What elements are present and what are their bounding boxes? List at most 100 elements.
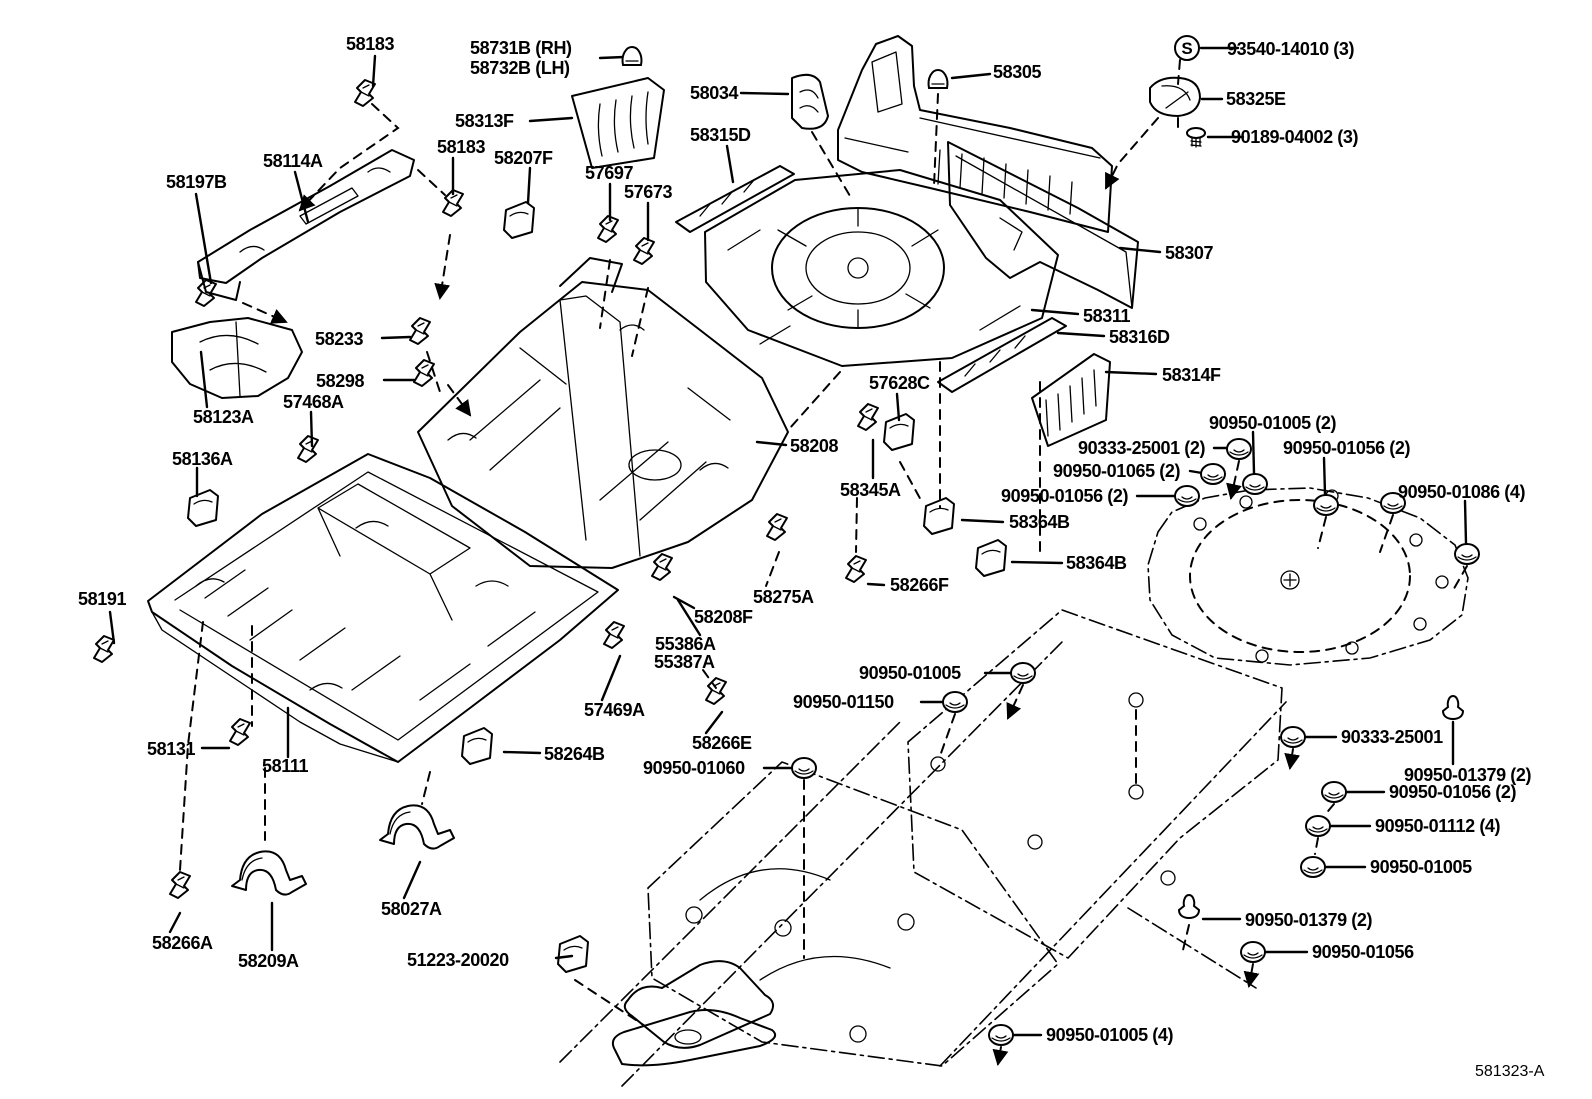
part-label: 55386A	[655, 634, 716, 654]
part-label: 90950-01060	[643, 758, 745, 778]
part-58325e	[1150, 78, 1200, 116]
part-label: 57469A	[584, 700, 645, 720]
rear-floor-cover-outline	[1148, 488, 1468, 665]
part-label: 58325E	[1226, 89, 1286, 109]
part-label: 58305	[993, 62, 1042, 82]
part-label: 90950-01056 (2)	[1283, 438, 1411, 458]
part-label: 58197B	[166, 172, 227, 192]
part-label: 58136A	[172, 449, 233, 469]
part-label: 58314F	[1162, 365, 1221, 385]
bracket-58209a	[231, 850, 307, 896]
drawing-number: 581323-A	[1475, 1063, 1545, 1080]
cap-fastener-icon	[927, 69, 949, 89]
part-label: 90950-01150	[793, 692, 894, 712]
clip-58345a	[857, 403, 879, 431]
bracket-58027a	[379, 804, 455, 850]
dome-fastener-icon	[1313, 494, 1339, 516]
lower-back-panel-outline	[948, 142, 1138, 308]
dome-fastener-icon	[988, 1024, 1014, 1046]
part-label: 58313F	[455, 111, 514, 131]
dome-fastener-icon	[1300, 856, 1326, 878]
part-label: 57673	[624, 182, 673, 202]
clip-58275a	[766, 513, 788, 541]
part-label: 90950-01379 (2)	[1245, 910, 1373, 930]
part-label: 58364B	[1066, 553, 1127, 573]
part-label: 58298	[316, 371, 365, 391]
dome-fastener-icon	[1305, 815, 1331, 837]
part-label: 58315D	[690, 125, 751, 145]
part-label: 57628C	[869, 373, 930, 393]
part-label: 93540-14010 (3)	[1227, 39, 1355, 59]
part-label: 58131	[147, 739, 196, 759]
dome-fastener-icon	[1242, 473, 1268, 495]
floor-brace-parts	[613, 961, 775, 1065]
cowl-side-bracket-cluster	[172, 318, 302, 398]
rear-floor-side-rails	[676, 166, 1066, 392]
part-label: 58183	[346, 34, 395, 54]
part-label: 90950-01005	[859, 663, 961, 683]
dome-fastener-icon	[1226, 438, 1252, 460]
part-label: 51223-20020	[407, 950, 509, 970]
pin-fastener-icon	[1442, 695, 1464, 720]
dashed-lines	[180, 60, 1467, 1066]
bracket-58364b-2	[975, 539, 1007, 577]
pin-fastener-icon	[1178, 894, 1200, 919]
part-label: 58183	[437, 137, 486, 157]
clip-58136a	[187, 489, 219, 527]
part-label: 58731B (RH)	[470, 38, 572, 58]
bracket-58191	[93, 635, 115, 663]
bracket-58364b-1	[923, 497, 955, 535]
clip-58131	[229, 718, 251, 746]
part-label: 58233	[315, 329, 364, 349]
part-label: 57468A	[283, 392, 344, 412]
rear-floor-pan-outline	[705, 170, 1058, 366]
dome-fastener-icon	[1240, 941, 1266, 963]
dome-fastener-icon	[1010, 662, 1036, 684]
part-label: 58364B	[1009, 512, 1070, 532]
part-label: 58316D	[1109, 327, 1170, 347]
cap-fastener-icon	[621, 46, 643, 66]
part-label: 58275A	[753, 587, 814, 607]
clip-58298	[413, 359, 435, 387]
part-label: 90333-25001	[1341, 727, 1443, 747]
bracket-57697	[597, 215, 619, 243]
part-label: 58266A	[152, 933, 213, 953]
part-label: 58208F	[694, 607, 753, 627]
part-label: 58123A	[193, 407, 254, 427]
leader-lines	[110, 48, 1466, 1035]
part-label: 90189-04002 (3)	[1231, 127, 1359, 147]
part-label: 90950-01086 (4)	[1398, 482, 1526, 502]
bracket-58208f	[651, 553, 673, 581]
dome-fastener-icon	[1321, 781, 1347, 803]
part-label: 58209A	[238, 951, 299, 971]
part-label: 58311	[1083, 306, 1131, 326]
dome-fastener-icon	[1280, 726, 1306, 748]
center-floor-pan-outline	[418, 258, 788, 568]
part-label: 58034	[690, 83, 739, 103]
part-label: 90950-01379 (2)	[1404, 765, 1532, 785]
front-floor-pan-outline	[148, 454, 618, 762]
dome-fastener-icon	[942, 691, 968, 713]
part-label: 90950-01112 (4)	[1375, 816, 1501, 836]
part-label: 58207F	[494, 148, 553, 168]
bracket-57469a	[603, 621, 625, 649]
part-label: 90950-01065 (2)	[1053, 461, 1181, 481]
fastener-layer: S	[621, 35, 1480, 1046]
part-label: 90333-25001 (2)	[1078, 438, 1206, 458]
front-side-member	[198, 150, 414, 300]
dome-fastener-icon	[1200, 463, 1226, 485]
plate-58207f	[503, 201, 535, 239]
part-label: 90950-01005 (4)	[1046, 1025, 1174, 1045]
part-label: 90950-01056 (2)	[1389, 782, 1517, 802]
part-label: 58114A	[263, 151, 323, 171]
part-label: 90950-01005	[1370, 857, 1472, 877]
part-label: 58732B (LH)	[470, 58, 570, 78]
part-label: 58266F	[890, 575, 949, 595]
back-panel-side-plates	[572, 78, 1110, 446]
part-label: 58111	[262, 756, 309, 776]
part-label: 58345A	[840, 480, 901, 500]
screw-fastener-icon	[1186, 127, 1206, 148]
bracket-58264b	[461, 727, 493, 765]
